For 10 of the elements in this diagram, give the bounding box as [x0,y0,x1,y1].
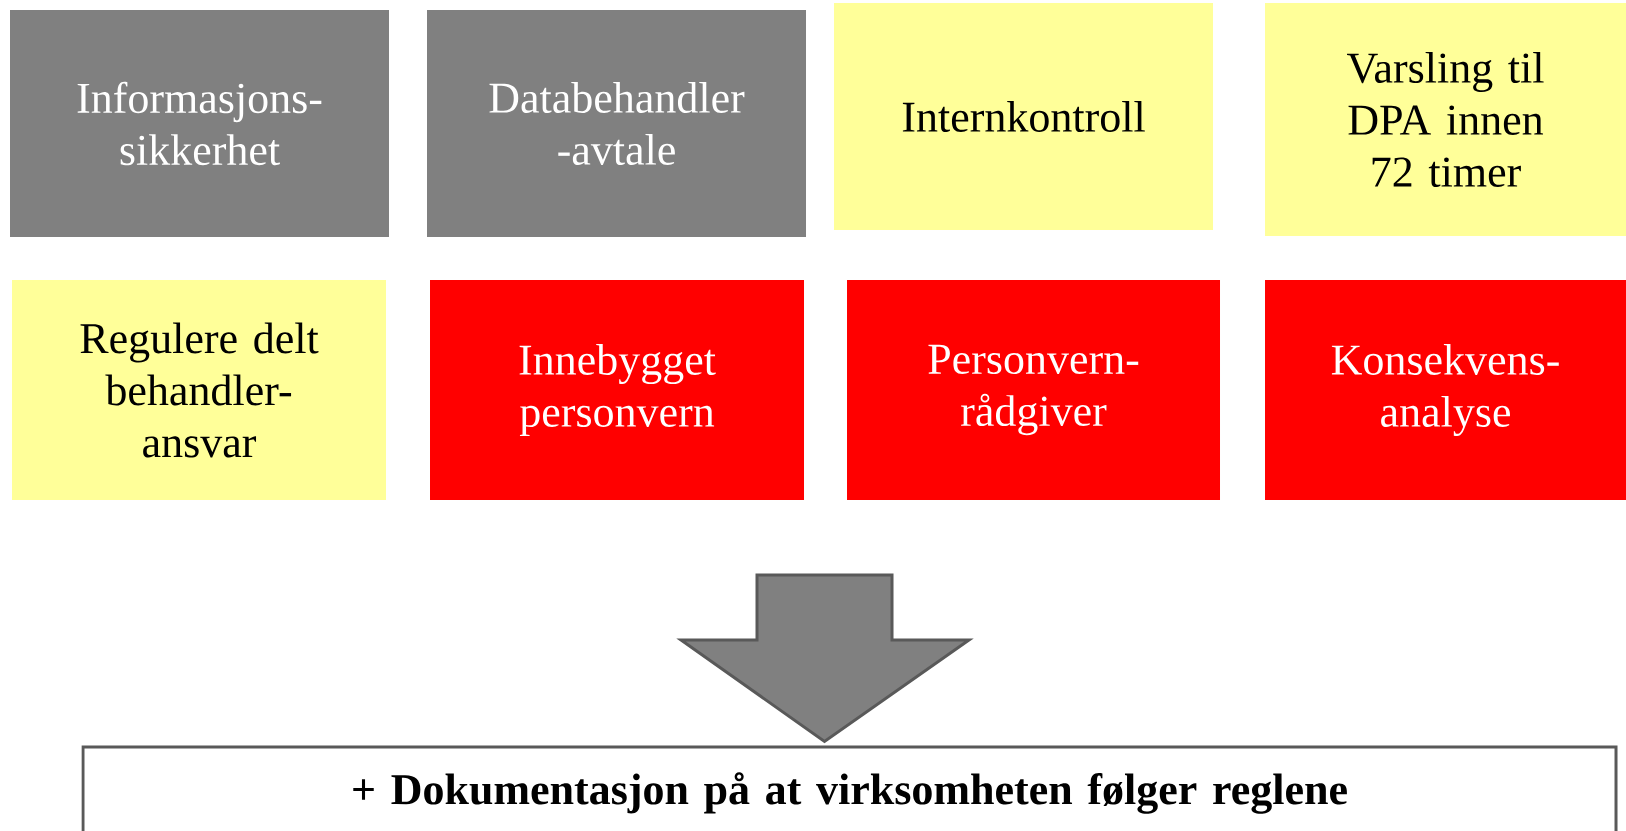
topic-box: Varsling til DPA innen 72 timer [1265,3,1626,236]
topic-box: Informasjons- sikkerhet [10,10,389,237]
topic-box: Konsekvens- analyse [1265,280,1626,500]
topic-box: Regulere delt behandler- ansvar [12,280,386,500]
topic-box: Internkontroll [834,3,1213,230]
topic-box: Databehandler -avtale [427,10,806,237]
topic-box: Innebygget personvern [430,280,804,500]
summary-box: + Dokumentasjon på at virksomheten følger reglene [81,745,1618,831]
topic-box: Personvern- rådgiver [847,280,1220,500]
block-arrow [676,573,974,744]
